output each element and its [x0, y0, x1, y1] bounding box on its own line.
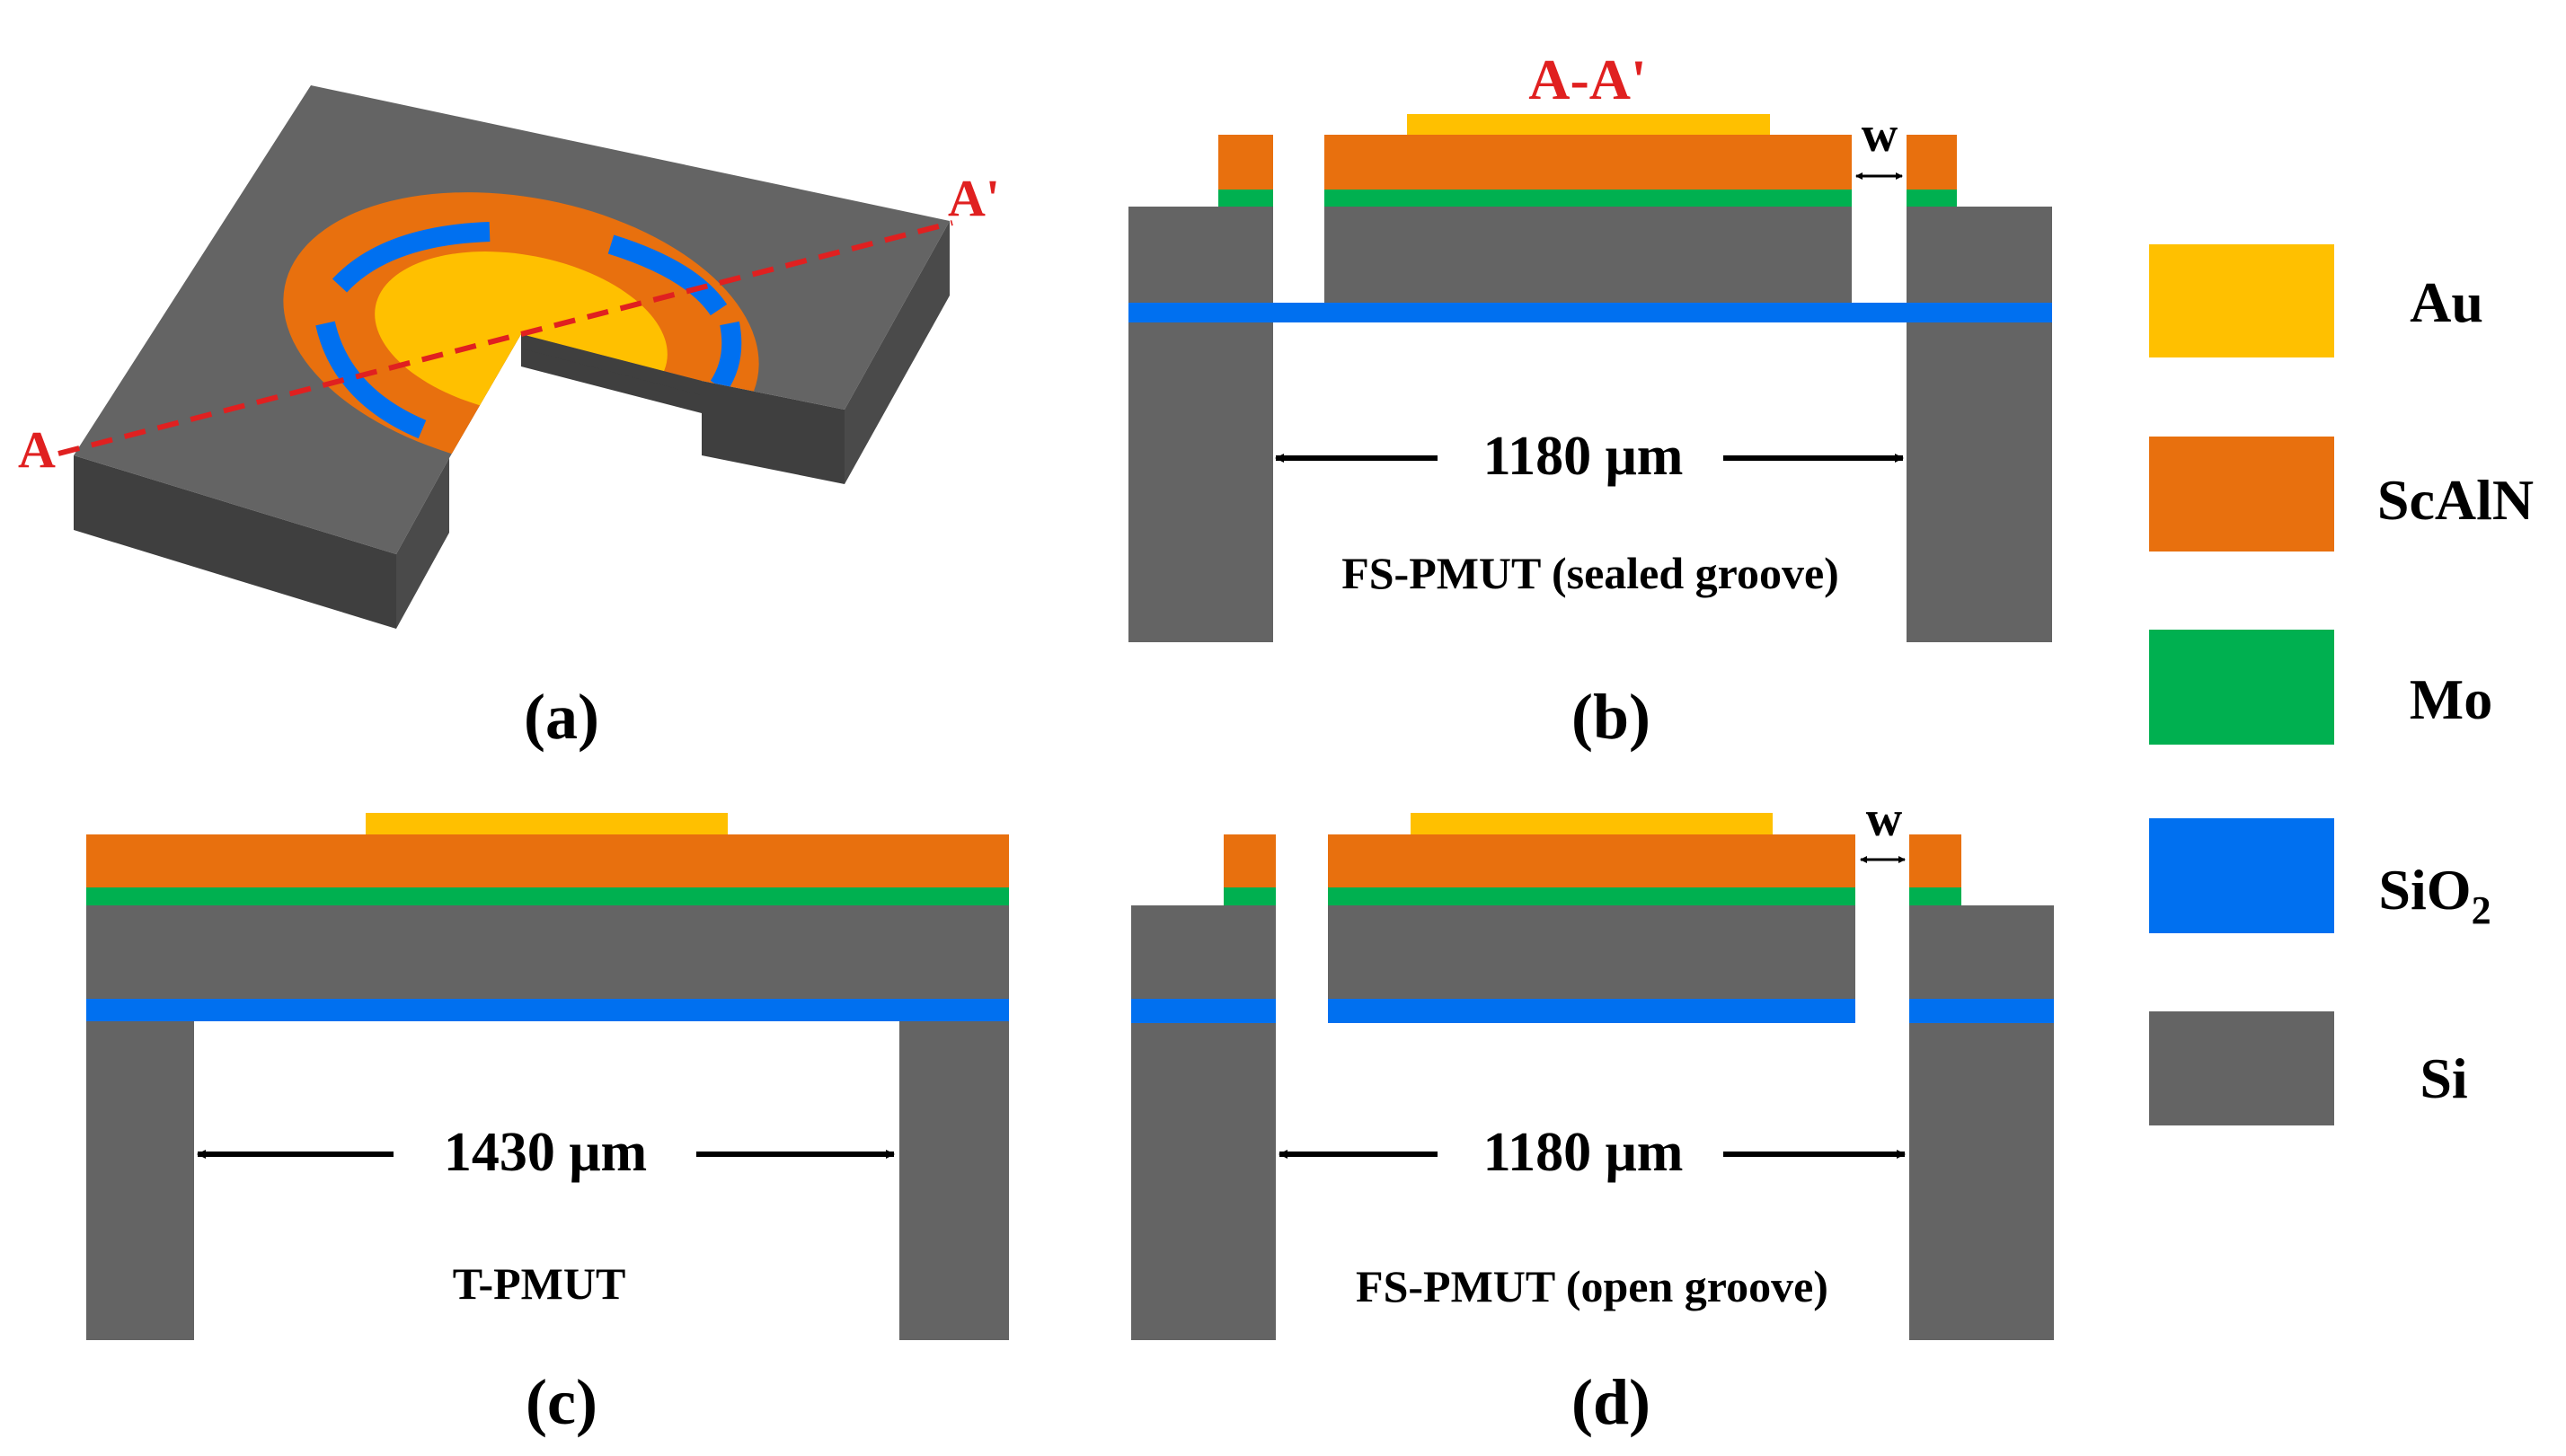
section-label-a: A — [18, 420, 56, 479]
dimension-label: 1180 μm — [1483, 1122, 1684, 1183]
legend-item-sio2: SiO2 — [2149, 818, 2491, 933]
legend-item-scaln: ScAlN — [2149, 437, 2534, 552]
legend-swatch-mo — [2149, 630, 2334, 745]
au-top-electrode — [1411, 813, 1773, 834]
mo-left — [1218, 190, 1273, 207]
legend-item-au: Au — [2149, 244, 2483, 357]
sio2-slot-upper-right — [607, 234, 728, 316]
si-block-left-face — [74, 455, 396, 629]
sio2-layer — [86, 999, 1009, 1021]
panel-d-caption: (d) — [1571, 1366, 1650, 1438]
device-name: FS-PMUT (open groove) — [1356, 1261, 1828, 1311]
legend-swatch-au — [2149, 244, 2334, 357]
si-right-anchor — [1907, 207, 2052, 642]
panel-d-open-groove: w 1180 μm FS-PMUT (open groove) (d) — [1131, 791, 2054, 1438]
panel-a-caption: (a) — [524, 681, 599, 753]
groove-floor-edge — [521, 334, 702, 395]
si-membrane — [1324, 207, 1852, 303]
scaln-right — [1909, 834, 1961, 887]
scaln-center — [1324, 135, 1852, 190]
sio2-slot-upper-left — [332, 222, 491, 293]
gap-label-w: w — [1866, 791, 1903, 847]
dimension-label: 1430 μm — [444, 1122, 647, 1183]
legend-label-sio2: SiO2 — [2378, 858, 2491, 932]
legend-label-mo: Mo — [2410, 667, 2492, 731]
si-left-leg — [86, 1021, 194, 1340]
legend-swatch-sio2 — [2149, 818, 2334, 933]
si-membrane — [1328, 905, 1855, 999]
panel-c-caption: (c) — [526, 1366, 597, 1438]
device-name: T-PMUT — [453, 1258, 626, 1309]
si-left-anchor — [1131, 905, 1276, 1340]
section-line-a-a-prime — [58, 220, 953, 456]
section-label-a-prime: A' — [948, 169, 1000, 227]
panel-c-t-pmut: 1430 μm T-PMUT (c) — [86, 813, 1009, 1438]
legend-item-si: Si — [2149, 1011, 2468, 1125]
si-block-inner-right-face — [702, 381, 845, 484]
dimension-label: 1180 μm — [1483, 426, 1684, 487]
sio2-right — [1909, 999, 2054, 1023]
mo-right — [1907, 190, 1957, 207]
scaln-right — [1907, 135, 1957, 190]
sio2-slot-left — [315, 321, 427, 439]
panel-a-3d-view: A A' (a) — [18, 85, 1000, 753]
legend: Au ScAlN Mo SiO2 Si — [2149, 244, 2534, 1125]
sio2-left — [1131, 999, 1276, 1023]
sio2-slot-right — [710, 321, 742, 393]
scaln-left — [1218, 135, 1273, 190]
si-right-leg — [899, 1021, 1009, 1340]
mo-layer — [86, 887, 1009, 905]
si-right-anchor — [1909, 905, 2054, 1340]
si-left-anchor — [1128, 207, 1273, 642]
si-membrane — [86, 905, 1009, 999]
mo-center — [1328, 887, 1855, 905]
legend-swatch-scaln — [2149, 437, 2334, 552]
gap-label-w: w — [1862, 107, 1898, 163]
sio2-center — [1328, 999, 1855, 1023]
si-block-right-face — [845, 221, 950, 484]
si-block-front-left-face — [396, 458, 449, 629]
legend-label-au: Au — [2410, 270, 2483, 334]
panel-b-caption: (b) — [1571, 681, 1650, 753]
scaln-layer — [86, 834, 1009, 887]
scaln-center — [1328, 834, 1855, 887]
legend-swatch-si — [2149, 1011, 2334, 1125]
legend-label-si: Si — [2420, 1046, 2467, 1110]
legend-label-sio2-subscript: 2 — [2472, 888, 2491, 932]
section-title: A-A' — [1528, 48, 1647, 111]
device-name: FS-PMUT (sealed groove) — [1341, 548, 1839, 598]
panel-b-sealed-groove: A-A' w 1180 μm FS-PMUT (sealed groove) (… — [1128, 48, 2052, 753]
scaln-left — [1224, 834, 1276, 887]
legend-item-mo: Mo — [2149, 630, 2492, 745]
au-top-electrode — [1407, 114, 1770, 135]
mo-center — [1324, 190, 1852, 207]
mo-right — [1909, 887, 1961, 905]
legend-label-scaln: ScAlN — [2377, 468, 2534, 532]
au-top-electrode — [366, 813, 728, 834]
sio2-layer — [1128, 303, 2052, 322]
legend-label-sio2-main: SiO — [2378, 858, 2471, 922]
mo-left — [1224, 887, 1276, 905]
